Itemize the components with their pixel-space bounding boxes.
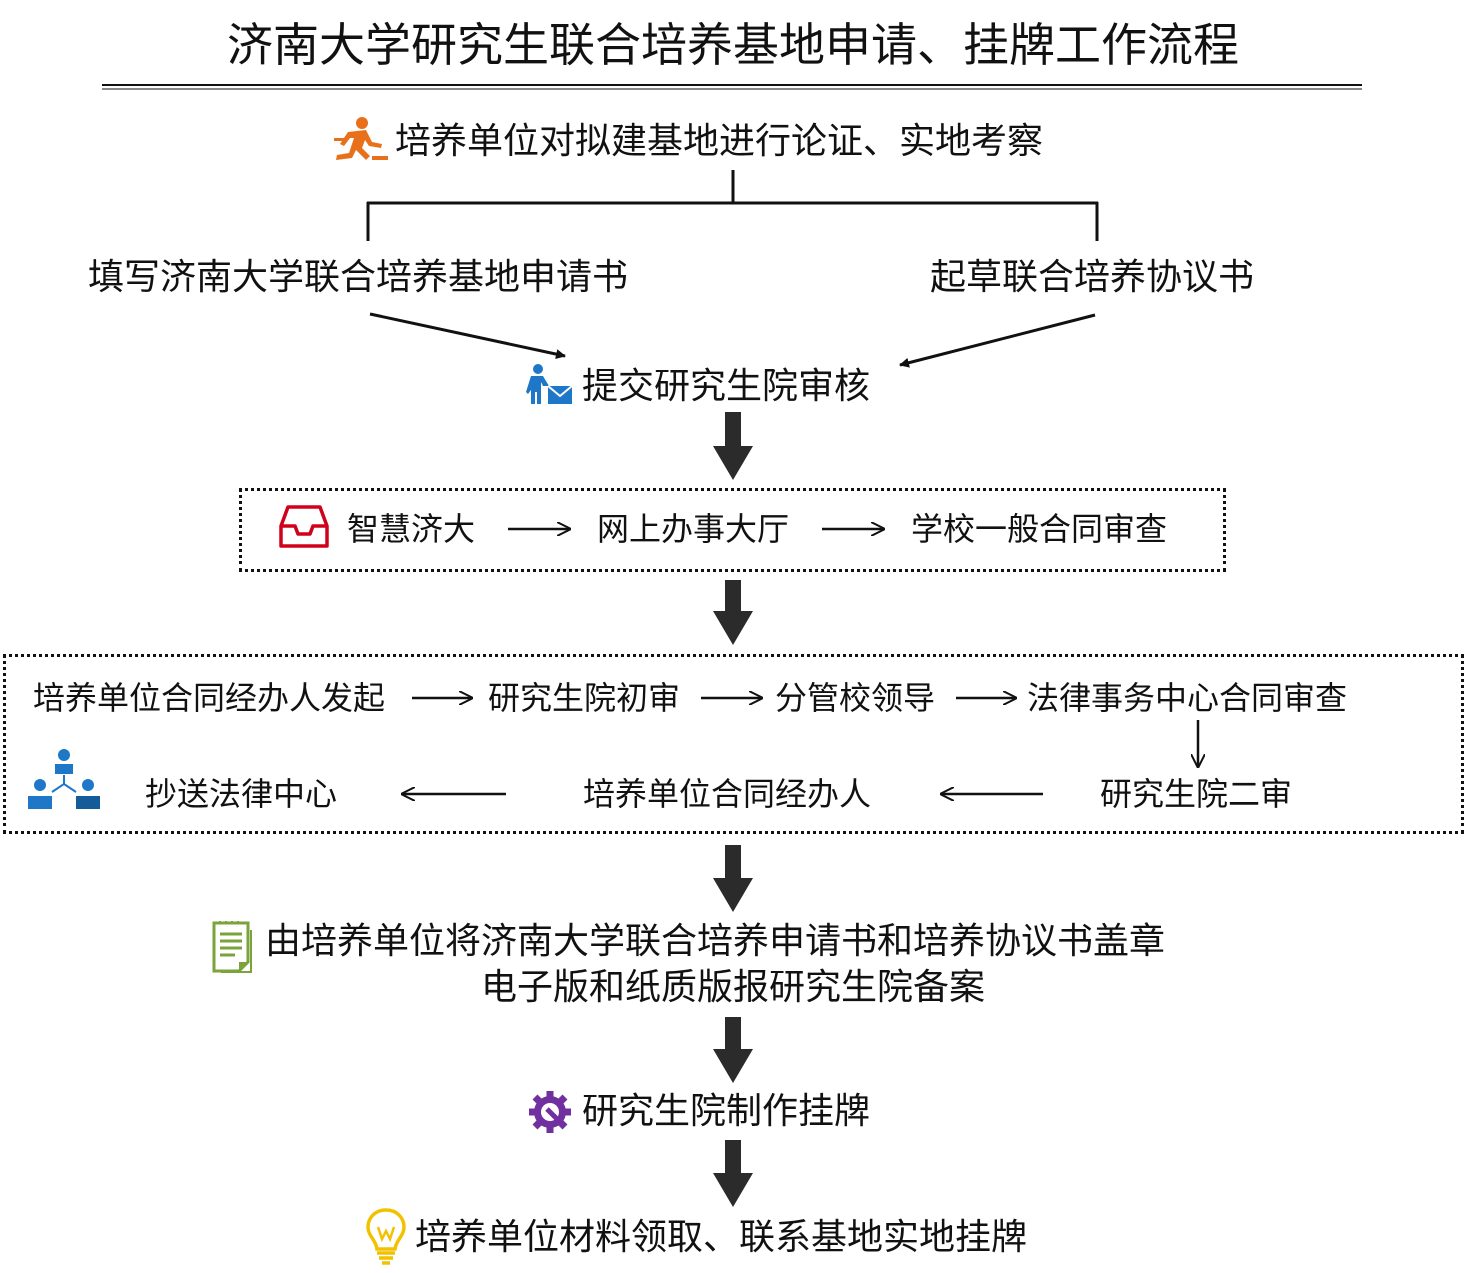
box2-row1-item: 分管校领导 — [775, 679, 936, 717]
contract-review-box — [3, 654, 1464, 834]
lightbulb-icon — [366, 1208, 406, 1265]
step-1-text: 培养单位对拟建基地进行论证、实地考察 — [395, 121, 1044, 162]
box2-row1-item: 法律事务中心合同审查 — [1027, 679, 1348, 717]
branch-left-text: 填写济南大学联合培养基地申请书 — [88, 257, 629, 298]
thick-arrows — [713, 412, 753, 1207]
box-arrows — [402, 529, 1198, 794]
box1-item: 网上办事大厅 — [597, 510, 790, 548]
step-4-text: 研究生院制作挂牌 — [582, 1091, 871, 1132]
box2-row2-item: 研究生院二审 — [1100, 775, 1293, 813]
branch-connector — [366, 170, 1099, 241]
step-5-text: 培养单位材料领取、联系基地实地挂牌 — [415, 1217, 1028, 1258]
box1-item: 学校一般合同审查 — [911, 510, 1168, 548]
inbox-tray-icon — [279, 505, 329, 548]
document-icon — [212, 921, 252, 973]
box2-row2-item: 培养单位合同经办人 — [583, 775, 872, 813]
box2-row1-item: 培养单位合同经办人发起 — [33, 679, 386, 717]
branch-right-text: 起草联合培养协议书 — [930, 257, 1255, 298]
person-mail-icon — [526, 364, 573, 404]
title-underline — [102, 84, 1362, 90]
step-2-text: 提交研究生院审核 — [582, 366, 871, 407]
box2-row2-item: 抄送法律中心 — [145, 775, 338, 813]
running-person-icon — [334, 117, 388, 160]
step-3-line-1: 由培养单位将济南大学联合培养申请书和培养协议书盖章 — [265, 921, 1166, 962]
gear-wrench-icon — [529, 1091, 571, 1133]
page-title: 济南大学研究生联合培养基地申请、挂牌工作流程 — [227, 18, 1239, 72]
merge-arrow-left — [369, 312, 566, 359]
step-3-line-2: 电子版和纸质版报研究生院备案 — [480, 967, 986, 1008]
org-people-icon — [28, 749, 100, 809]
online-process-box — [239, 488, 1226, 572]
box2-row1-item: 研究生院初审 — [488, 679, 681, 717]
box1-item: 智慧济大 — [347, 510, 476, 548]
merge-arrow-right — [899, 313, 1096, 368]
